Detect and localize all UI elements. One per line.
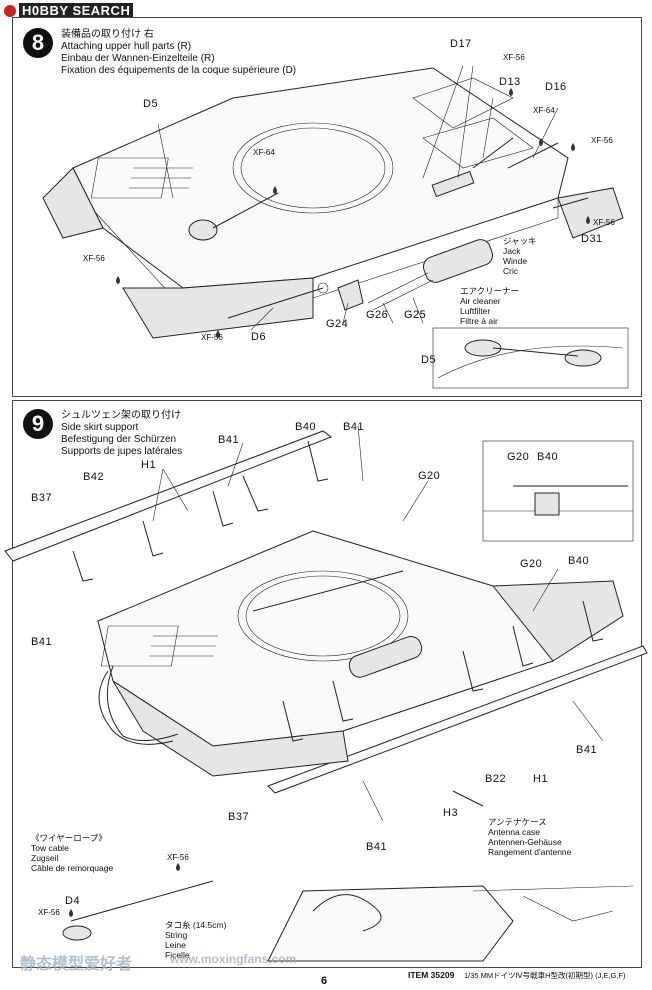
- paint-xf56-b: XF-56: [591, 136, 613, 145]
- air-jp: エアクリーナー: [460, 286, 520, 296]
- part-B40-top: B40: [295, 421, 317, 433]
- step-8-title-fr: Fixation des équipements de la coque sup…: [61, 65, 297, 76]
- part-B41-left: B41: [31, 636, 53, 648]
- part-B22: B22: [485, 773, 507, 785]
- part-D5-inset: D5: [421, 354, 437, 366]
- part-B37-top: B37: [31, 492, 53, 504]
- page-number: 6: [321, 975, 328, 987]
- part-B37-bottom: B37: [228, 811, 250, 823]
- watermark-url: www.moxingfans.com: [170, 952, 297, 966]
- part-D6: D6: [251, 331, 267, 343]
- paint-xf56-e: XF-56: [201, 333, 223, 342]
- part-B42: B42: [83, 471, 105, 483]
- paint-xf64-a: XF-64: [253, 148, 275, 157]
- step-9-title-fr: Supports de jupes latérales: [61, 446, 183, 457]
- step-9-number: 9: [23, 409, 53, 439]
- part-B40-inset: B40: [537, 451, 559, 463]
- tow-de: Zugseil: [31, 853, 59, 863]
- string-fr: Ficelle: [165, 950, 190, 960]
- tow-en: Tow cable: [31, 843, 69, 853]
- jack-en: Jack: [503, 246, 521, 256]
- part-B40-b: B40: [568, 555, 590, 567]
- part-D4: D4: [65, 895, 81, 907]
- part-G20-inset: G20: [507, 451, 530, 463]
- jack-jp: ジャッキ: [503, 236, 537, 246]
- step-9-title-jp: シュルツェン架の取り付け: [61, 410, 181, 421]
- tow-fr: Câble de remorquage: [31, 863, 114, 873]
- watermark-brand: H0BBY SEARCH: [19, 3, 134, 18]
- air-en: Air cleaner: [460, 296, 501, 306]
- part-D17: D17: [450, 38, 472, 50]
- part-B41-right: B41: [576, 744, 598, 756]
- part-H1-top: H1: [141, 459, 157, 471]
- antenna-de: Antennen-Gehäuse: [488, 837, 562, 847]
- model-name: 1/35 MMドイツⅣ号戦車H型改(初期型) (J,E,G,F): [464, 971, 626, 980]
- paint-xf56-a: XF-56: [83, 254, 105, 263]
- part-D5: D5: [143, 98, 159, 110]
- watermark-cn: 静态模型爱好者: [20, 956, 133, 973]
- part-G25: G25: [404, 309, 427, 321]
- step-8-title-en: Attaching upper hull parts (R): [61, 41, 192, 52]
- antenna-jp: アンテナケース: [488, 817, 547, 827]
- step-8-title-de: Einbau der Wannen-Einzelteile (R): [61, 53, 215, 64]
- air-cleaner-label: エアクリーナー Air cleaner Luftfilter Filtre à …: [460, 286, 519, 326]
- jack-de: Winde: [503, 256, 528, 266]
- paint-xf56-c: XF-56: [503, 53, 525, 62]
- part-D31: D31: [581, 233, 603, 245]
- step-8-title: 装備品の取り付け 右 Attaching upper hull parts (R…: [61, 29, 296, 77]
- antenna-fr: Rangement d'antenne: [488, 847, 572, 857]
- air-fr: Filtre à air: [460, 316, 498, 326]
- step-8-number: 8: [23, 28, 53, 58]
- part-B41-a: B41: [218, 434, 240, 446]
- part-G20-b: G20: [520, 558, 543, 570]
- step-9-hull-drawing: [4, 425, 648, 962]
- part-D13: D13: [499, 76, 521, 88]
- step-9-title-en: Side skirt support: [61, 422, 139, 433]
- tow-jp: 《ワイヤーロープ》: [31, 833, 107, 843]
- jack-fr: Cric: [503, 266, 519, 276]
- paint-xf56-tow-b: XF-56: [38, 908, 60, 917]
- string-de: Leine: [165, 940, 186, 950]
- air-de: Luftfilter: [460, 306, 491, 316]
- watermark-logo: H0BBY SEARCH: [4, 3, 134, 18]
- item-number: ITEM 35209: [408, 970, 455, 980]
- part-G26: G26: [366, 309, 389, 321]
- antenna-en: Antenna case: [488, 827, 540, 837]
- part-G24: G24: [326, 318, 349, 330]
- antenna-case-label: アンテナケース Antenna case Antennen-Gehäuse Ra…: [488, 817, 571, 857]
- logo-dot-icon: [4, 4, 16, 17]
- paint-xf64-b: XF-64: [533, 106, 555, 115]
- part-G20-a: G20: [418, 470, 441, 482]
- part-H1-bottom: H1: [533, 773, 549, 785]
- step-9-title-de: Befestigung der Schürzen: [61, 434, 177, 445]
- step-8-panel: 8 装備品の取り付け 右 Attaching upper hull parts …: [12, 17, 642, 397]
- step-8-hull-drawing: [42, 65, 629, 389]
- part-D16: D16: [545, 81, 567, 93]
- string-en: String: [165, 930, 188, 940]
- paint-xf56-d: XF-56: [593, 218, 615, 227]
- step-9-panel: 9 シュルツェン架の取り付け Side skirt support Befest…: [4, 400, 648, 968]
- jack-label: ジャッキ Jack Winde Cric: [503, 236, 537, 276]
- string-jp: タコ糸 (14.5cm): [165, 920, 227, 930]
- part-H3: H3: [443, 807, 459, 819]
- step-9-title: シュルツェン架の取り付け Side skirt support Befestig…: [61, 410, 182, 458]
- paint-xf56-tow-a: XF-56: [167, 853, 189, 862]
- part-B41-bottom: B41: [366, 841, 388, 853]
- step-8-title-jp: 装備品の取り付け 右: [61, 29, 154, 40]
- part-B41-top: B41: [343, 421, 365, 433]
- tow-cable-label: 《ワイヤーロープ》 Tow cable Zugseil Câble de rem…: [31, 833, 113, 873]
- string-label: タコ糸 (14.5cm) String Leine Ficelle: [165, 920, 226, 960]
